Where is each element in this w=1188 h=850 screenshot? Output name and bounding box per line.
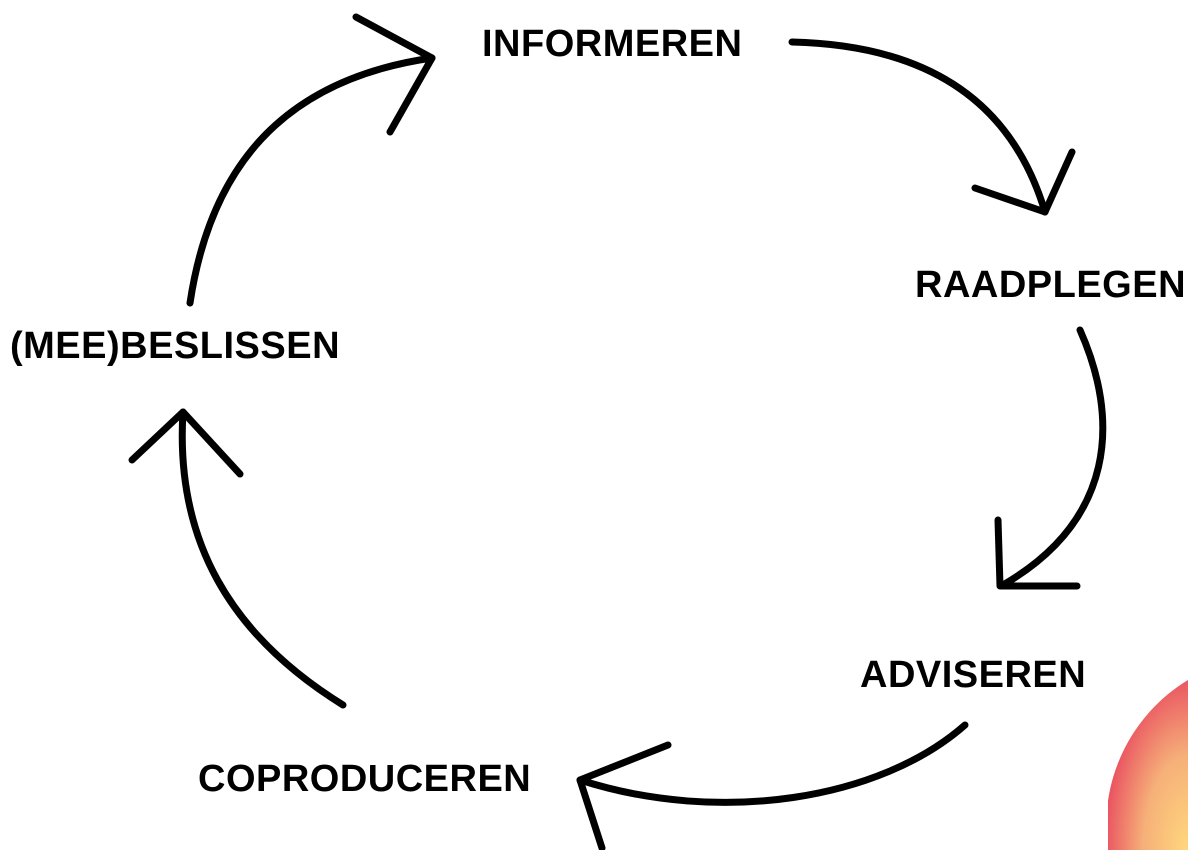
arrow-meebeslissen-to-informeren [186, 13, 436, 307]
stage-label-raadplegen: RAADPLEGEN [915, 264, 1187, 306]
decorative-circle [1108, 680, 1188, 850]
stage-label-coproduceren: COPRODUCEREN [198, 758, 532, 800]
stage-label-meebeslissen: (MEE)BESLISSEN [10, 325, 341, 367]
arrow-adviseren-to-coproduceren [576, 721, 969, 850]
arrow-coproduceren-to-meebeslissen [128, 408, 347, 709]
stage-label-adviseren: ADVISEREN [860, 654, 1087, 696]
stage-label-informeren: INFORMEREN [482, 23, 743, 65]
arrow-raadplegen-to-adviseren [994, 326, 1107, 590]
arrow-informeren-to-raadplegen [788, 38, 1076, 216]
